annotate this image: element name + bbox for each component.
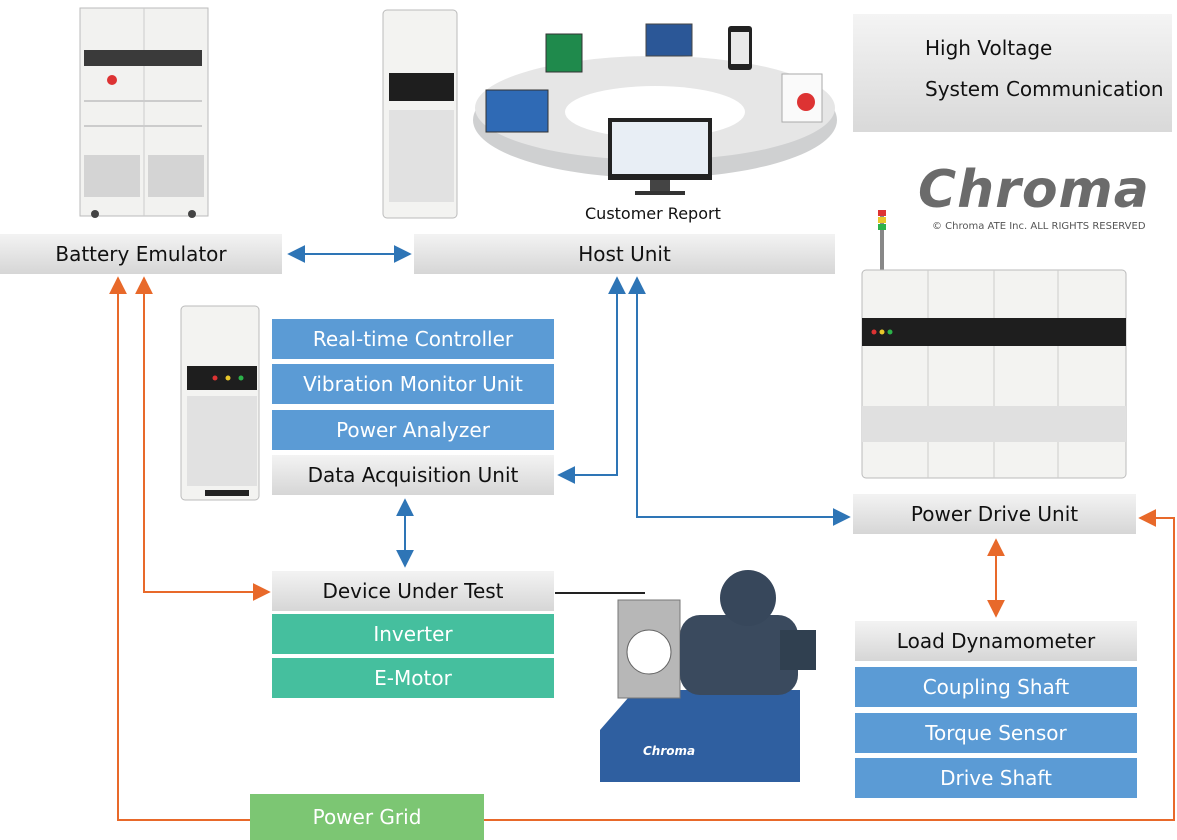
node-device-under-test: Device Under Test <box>272 571 554 611</box>
legend-panel: High Voltage System Communication <box>853 14 1172 132</box>
node-data-acquisition: Data Acquisition Unit <box>272 455 554 495</box>
node-drive-shaft: Drive Shaft <box>855 758 1137 798</box>
data-acquisition-tower <box>180 305 260 501</box>
connector-host-power-drive <box>628 276 851 526</box>
node-battery-emulator: Battery Emulator <box>0 234 282 274</box>
battery-emulator-cabinet <box>79 7 209 218</box>
customer-report-graphic <box>473 23 837 195</box>
connector-grid-power-drive <box>484 509 1175 821</box>
connector-host-daq <box>557 276 626 484</box>
node-power-grid: Power Grid <box>250 794 484 840</box>
node-power-drive-unit: Power Drive Unit <box>853 494 1136 534</box>
connector-battery-dut <box>135 276 271 601</box>
chroma-logo: Chroma <box>918 160 1150 220</box>
node-coupling-shaft: Coupling Shaft <box>855 667 1137 707</box>
node-host-unit: Host Unit <box>414 234 835 274</box>
dynamometer-machine <box>600 570 816 782</box>
legend-high-voltage-label: High Voltage <box>925 36 1053 60</box>
node-e-motor: E-Motor <box>272 658 554 698</box>
power-drive-cabinet <box>861 210 1127 479</box>
node-realtime-controller: Real-time Controller <box>272 319 554 359</box>
host-unit-tower <box>382 9 458 219</box>
node-load-dynamometer: Load Dynamometer <box>855 621 1137 661</box>
node-power-analyzer: Power Analyzer <box>272 410 554 450</box>
machine-badge: Chroma <box>643 744 696 758</box>
node-vibration-monitor: Vibration Monitor Unit <box>272 364 554 404</box>
legend-communication-label: System Communication <box>925 77 1164 101</box>
node-inverter: Inverter <box>272 614 554 654</box>
copyright-text: © Chroma ATE Inc. ALL RIGHTS RESERVED <box>932 221 1146 232</box>
node-torque-sensor: Torque Sensor <box>855 713 1137 753</box>
customer-report-caption: Customer Report <box>585 204 721 223</box>
connector-grid-battery <box>109 276 250 821</box>
